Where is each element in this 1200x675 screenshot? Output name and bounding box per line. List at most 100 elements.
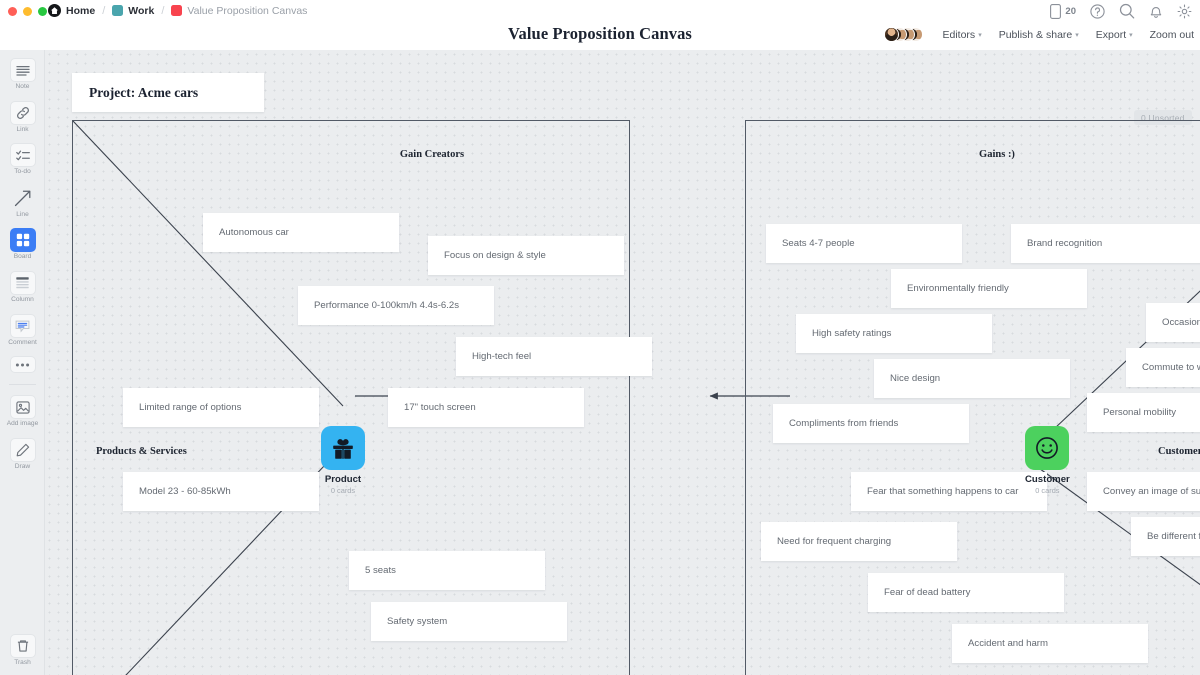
sticky-card[interactable]: Need for frequent charging	[761, 522, 957, 561]
sticky-card[interactable]: Environmentally friendly	[891, 269, 1087, 308]
more-dots-icon	[9, 356, 36, 374]
left-toolbar: Note Link To-do	[0, 50, 45, 675]
customer-hub[interactable]: Customer 0 cards	[1025, 426, 1070, 495]
sticky-card[interactable]: Convey an image of success	[1087, 472, 1200, 511]
sticky-card[interactable]: Compliments from friends	[773, 404, 969, 443]
sticky-card[interactable]: Occasional long trip	[1146, 303, 1200, 342]
sidebar-label-comment: Comment	[8, 338, 37, 346]
board-canvas[interactable]: 0 Unsorted Project: Acme cars Gain Creat…	[45, 50, 1200, 675]
sidebar-label-link: Link	[16, 125, 29, 133]
product-hub[interactable]: Product 0 cards	[321, 426, 365, 495]
sticky-card-text: Limited range of options	[139, 402, 242, 413]
trash-icon	[9, 634, 36, 659]
sticky-card[interactable]: Focus on design & style	[428, 236, 624, 275]
sticky-card-text: Fear that something happens to car	[867, 486, 1019, 497]
sidebar-item-todo[interactable]: To-do	[0, 135, 45, 178]
sticky-card[interactable]: High-tech feel	[456, 337, 652, 376]
notifications-icon[interactable]	[1149, 4, 1163, 19]
top-icon-group: 20	[1050, 3, 1192, 19]
product-hub-count: 0 cards	[330, 486, 356, 495]
sticky-card[interactable]: Model 23 - 60-85kWh	[123, 472, 319, 511]
editors-menu-button[interactable]: Editors ▾	[943, 29, 982, 41]
customer-hub-name: Customer	[1025, 474, 1070, 485]
sticky-card-text: 17" touch screen	[404, 402, 476, 413]
sidebar-item-link[interactable]: Link	[0, 93, 45, 136]
project-title-card[interactable]: Project: Acme cars	[72, 73, 264, 112]
sticky-card[interactable]: Be different from others	[1131, 517, 1200, 556]
sidebar-divider	[8, 384, 36, 386]
minimize-window-button[interactable]	[23, 7, 32, 16]
breadcrumb-label-work: Work	[128, 4, 155, 17]
link-icon	[9, 100, 36, 125]
customer-profile-panel: Gains :) Customer Jobs To Be Pains :( Se…	[745, 120, 1200, 675]
pencil-icon	[9, 437, 36, 462]
help-icon[interactable]	[1090, 3, 1105, 19]
sticky-card-text: Be different from others	[1147, 531, 1200, 542]
editor-avatars[interactable]	[883, 27, 924, 43]
sticky-card[interactable]: Brand recognition	[1011, 224, 1200, 263]
sticky-card[interactable]: Safety system	[371, 602, 567, 641]
sidebar-label-todo: To-do	[14, 168, 31, 176]
sidebar-label-note: Note	[15, 83, 30, 90]
todo-icon	[9, 143, 36, 168]
sticky-card-text: 5 seats	[365, 565, 396, 576]
sidebar-item-comment[interactable]: Comment	[0, 306, 45, 349]
zoom-window-button[interactable]	[38, 7, 47, 16]
unsorted-badge[interactable]: 0 Unsorted	[1134, 110, 1192, 125]
sidebar-item-draw[interactable]: Draw	[0, 430, 45, 473]
sticky-card-text: Accident and harm	[968, 638, 1048, 649]
sticky-card[interactable]: Performance 0-100km/h 4.4s-6.2s	[298, 286, 494, 325]
export-menu-button[interactable]: Export ▾	[1096, 29, 1133, 41]
publish-share-menu-button[interactable]: Publish & share ▾	[999, 29, 1079, 41]
section-heading-customer-jobs: Customer Jobs To Be	[1158, 446, 1200, 457]
sticky-card[interactable]: Commute to work	[1126, 348, 1200, 387]
smiley-icon	[1025, 426, 1070, 470]
sticky-card-text: High safety ratings	[812, 328, 892, 339]
sticky-card[interactable]: High safety ratings	[796, 314, 992, 353]
breadcrumb: Home / Work / Value Proposition Canvas	[48, 4, 307, 17]
sidebar-item-board[interactable]: Board	[0, 220, 45, 263]
sidebar-item-more[interactable]	[0, 348, 45, 377]
zoom-out-button[interactable]: Zoom out	[1150, 29, 1194, 41]
sticky-card[interactable]: 5 seats	[349, 551, 545, 590]
close-window-button[interactable]	[8, 7, 17, 16]
line-arrow-icon	[10, 186, 36, 210]
breadcrumb-item-canvas[interactable]: Value Proposition Canvas	[171, 5, 307, 17]
breadcrumb-item-home[interactable]: Home	[48, 4, 95, 17]
sidebar-item-add-image[interactable]: Add image	[0, 387, 45, 430]
sticky-card[interactable]: 17" touch screen	[388, 388, 584, 427]
breadcrumb-item-work[interactable]: Work	[112, 5, 154, 17]
sticky-card-text: Safety system	[387, 616, 448, 627]
board-icon	[9, 228, 36, 253]
sticky-card[interactable]: Personal mobility	[1087, 393, 1200, 432]
comment-icon	[9, 313, 36, 338]
sticky-card[interactable]: Seats 4-7 people	[766, 224, 962, 263]
sticky-card[interactable]: Fear of dead battery	[868, 573, 1064, 612]
sticky-card[interactable]: Autonomous car	[203, 213, 399, 252]
sticky-card-text: Autonomous car	[219, 227, 289, 238]
sticky-card[interactable]: Fear that something happens to car	[851, 472, 1047, 511]
breadcrumb-separator-2: /	[161, 4, 165, 17]
sticky-card[interactable]: Limited range of options	[123, 388, 319, 427]
sticky-card-text: Need for frequent charging	[777, 536, 892, 547]
color-square-icon-canvas	[171, 5, 183, 16]
section-heading-gains: Gains :)	[979, 149, 1015, 160]
sidebar-item-trash[interactable]: Trash	[0, 626, 45, 669]
sidebar-item-column[interactable]: Column	[0, 263, 45, 306]
sticky-card-text: Personal mobility	[1103, 407, 1177, 418]
sidebar-label-board: Board	[13, 253, 32, 261]
sticky-card[interactable]: Nice design	[874, 359, 1070, 398]
settings-icon[interactable]	[1177, 4, 1192, 19]
sticky-card[interactable]: Accident and harm	[952, 624, 1148, 663]
sidebar-item-note[interactable]: Note	[0, 50, 45, 93]
sidebar-label-trash: Trash	[14, 659, 31, 667]
search-icon[interactable]	[1119, 3, 1135, 19]
sidebar-item-line[interactable]: Line	[0, 178, 45, 221]
gift-icon	[321, 426, 365, 470]
chevron-down-icon: ▾	[1075, 32, 1079, 39]
chevron-down-icon: ▾	[1129, 32, 1133, 39]
mobile-icon[interactable]: 20	[1050, 3, 1076, 19]
window-controls[interactable]	[8, 7, 47, 16]
sticky-card-text: Environmentally friendly	[907, 283, 1009, 294]
sticky-card-text: Convey an image of success	[1103, 486, 1200, 497]
